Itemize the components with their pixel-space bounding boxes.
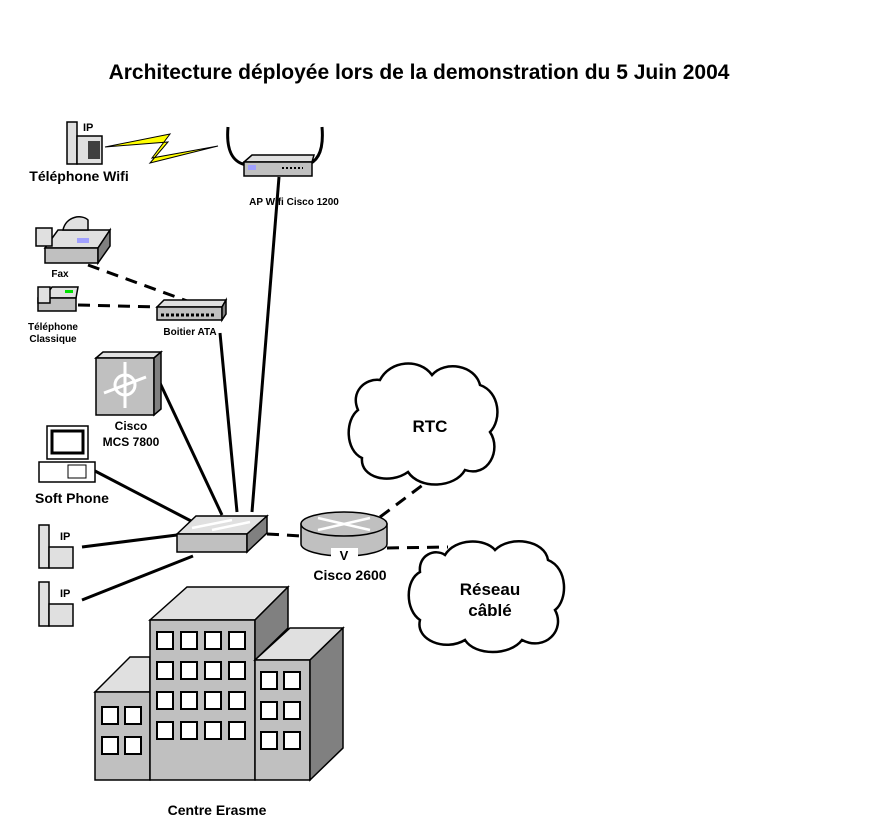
soft-phone-label: Soft Phone [35, 490, 109, 506]
fax-label: Fax [51, 269, 69, 280]
link-router-cable [386, 545, 449, 550]
building-window [156, 721, 174, 740]
cable-network-label-2: câblé [468, 601, 511, 620]
building-window [156, 691, 174, 710]
ip-phone-icon[interactable]: IP [38, 524, 74, 569]
link-ipphone1-switch [81, 533, 178, 549]
router-label: Cisco 2600 [313, 567, 386, 583]
link-pc-switch [94, 469, 194, 524]
building-window [204, 691, 222, 710]
wireless-lightning-icon [104, 133, 219, 164]
wifi-phone-label: Téléphone Wifi [29, 168, 128, 184]
diagram-title: Architecture déployée lors de la demonst… [109, 61, 730, 84]
link-ap-switch [250, 176, 281, 513]
classic-phone-label-2: Classique [29, 334, 77, 345]
mcs-label-2: MCS 7800 [103, 435, 160, 449]
link-fax-ata [87, 263, 191, 304]
link-mcs-switch [158, 382, 224, 516]
mcs-server-icon[interactable] [93, 350, 164, 417]
rtc-label: RTC [413, 417, 448, 436]
link-switch-router [266, 532, 303, 538]
mcs-label-1: Cisco [115, 419, 148, 433]
building-window [204, 631, 222, 650]
building-window [228, 721, 246, 740]
building-label: Centre Erasme [168, 802, 267, 818]
building-window [124, 706, 142, 725]
building-window [101, 706, 119, 725]
building-window [124, 736, 142, 755]
wifi-phone-icon[interactable]: IP [66, 121, 103, 165]
fax-icon[interactable] [35, 216, 112, 266]
building-window [156, 631, 174, 650]
link-router-rtc [379, 476, 433, 519]
classic-phone-icon[interactable] [37, 286, 79, 312]
soft-phone-pc-icon[interactable] [38, 425, 96, 483]
svg-text:IP: IP [60, 588, 70, 600]
building-window [228, 691, 246, 710]
building-window [260, 671, 278, 690]
building-window [283, 731, 301, 750]
building-window [260, 731, 278, 750]
cable-network-cloud[interactable]: Réseau câblé [407, 540, 566, 654]
switch-icon[interactable] [175, 514, 269, 554]
svg-text:IP: IP [60, 531, 70, 543]
building-window [283, 671, 301, 690]
rtc-cloud[interactable]: RTC [347, 362, 499, 486]
link-ata-switch [218, 332, 239, 513]
building-window [204, 661, 222, 680]
building-window [156, 661, 174, 680]
ap-label: AP Wifi Cisco 1200 [249, 197, 339, 208]
link-ipphone2-switch [81, 554, 194, 602]
building-window [204, 721, 222, 740]
building-window [180, 661, 198, 680]
connections [77, 176, 449, 602]
building-window [228, 661, 246, 680]
building-window [180, 721, 198, 740]
building-window [180, 691, 198, 710]
building-icon [93, 585, 345, 782]
router-icon[interactable]: V [300, 511, 388, 563]
ata-box-icon[interactable] [155, 297, 228, 323]
building-window [180, 631, 198, 650]
building-window [260, 701, 278, 720]
cable-network-label-1: Réseau [460, 580, 520, 599]
building-window [101, 736, 119, 755]
building-window [283, 701, 301, 720]
access-point-icon[interactable] [226, 126, 324, 177]
svg-text:IP: IP [83, 122, 93, 134]
svg-text:V: V [340, 548, 349, 563]
ata-label: Boitier ATA [163, 327, 216, 338]
building-window [228, 631, 246, 650]
classic-phone-label-1: Téléphone [28, 322, 78, 333]
link-phone-ata [77, 303, 159, 309]
ip-phone-icon[interactable]: IP [38, 581, 74, 627]
